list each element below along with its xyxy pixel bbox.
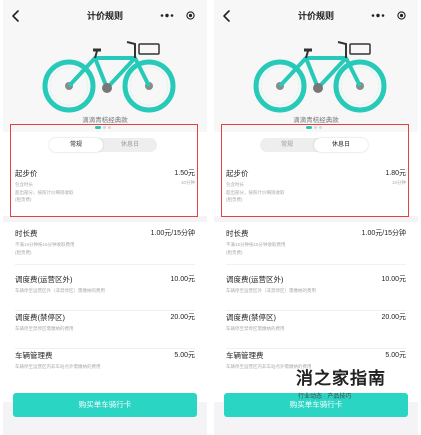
fee-title: 时长费 bbox=[15, 229, 38, 238]
highlight-box-weekend bbox=[221, 124, 409, 217]
fee-price: 1.00元/15分钟 bbox=[150, 230, 195, 237]
buy-riding-card-button[interactable]: 购买单车骑行卡 bbox=[13, 393, 197, 417]
fee-title: 车辆管理费 bbox=[226, 351, 264, 360]
bike-model-name: 滴滴青桔经典款 bbox=[82, 117, 128, 124]
fee-price: 10.00元 bbox=[381, 276, 406, 283]
day-type-tabs: 常规 休息日 bbox=[49, 138, 157, 152]
chevron-left-icon[interactable] bbox=[220, 9, 234, 23]
fee-list: 时长费 1.00元/15分钟 不满15分钟按15分钟收取费用 (租赁费) 调度费… bbox=[3, 222, 207, 402]
start-price-value: 1.80元 bbox=[385, 170, 406, 177]
phone-screen-weekend: 计价规则 滴滴青桔经典款 bbox=[214, 0, 418, 435]
page-title: 计价规则 bbox=[86, 11, 123, 21]
carousel-dot bbox=[95, 126, 101, 129]
nav-bar: 计价规则 bbox=[3, 0, 207, 32]
more-dots-icon[interactable] bbox=[159, 11, 175, 20]
fee-title: 车辆管理费 bbox=[15, 351, 53, 360]
carousel-dot bbox=[108, 126, 111, 129]
start-price-note: 超出部分，按照计价细则收取 bbox=[226, 189, 285, 195]
phone-screen-regular: 计价规则 滴滴青桔经典款 bbox=[3, 0, 207, 435]
start-price-row: 起步价 1.50元 包含时长 10分钟 超出部分，按照计价细则收取 (租赁费) bbox=[15, 168, 195, 204]
fee-title: 时长费 bbox=[226, 229, 249, 238]
tab-weekend[interactable]: 休息日 bbox=[314, 138, 368, 152]
fee-price: 1.00元/15分钟 bbox=[361, 230, 406, 237]
highlight-box-regular bbox=[10, 124, 198, 217]
list-item: 调度费(运营区外) 10.00元 车辆停至运营区外（非禁停区）需缴纳的费用 bbox=[226, 274, 406, 311]
fee-list: 时长费 1.00元/15分钟 不满15分钟按15分钟收取费用 (租赁费) 调度费… bbox=[214, 222, 418, 402]
bike-model-name: 滴滴青桔经典款 bbox=[293, 117, 339, 124]
list-item: 时长费 1.00元/15分钟 不满15分钟按15分钟收取费用 (租赁费) bbox=[226, 228, 406, 265]
fee-description: 车辆停至运营区外（非禁停区）需缴纳的费用 bbox=[226, 288, 316, 293]
list-item: 车辆管理费 5.00元 车辆停至运营区内非车站点外需缴纳的费用 bbox=[226, 350, 406, 386]
fee-description: 不满15分钟按15分钟收取费用 bbox=[15, 242, 75, 247]
fee-title: 调度费(禁停区) bbox=[15, 313, 65, 322]
mini-program-capsule bbox=[153, 7, 201, 24]
fee-title: 调度费(运营区外) bbox=[226, 275, 284, 284]
start-price-card: 常规 休息日 起步价 1.80元 包含时长 10分钟 超出部分，按照计价细则收取… bbox=[214, 132, 418, 216]
watermark-title: 消之家指南 bbox=[296, 369, 386, 388]
tab-weekend[interactable]: 休息日 bbox=[120, 142, 139, 148]
fee-title: 调度费(禁停区) bbox=[226, 313, 276, 322]
list-item: 调度费(运营区外) 10.00元 车辆停至运营区外（非禁停区）需缴纳的费用 bbox=[15, 274, 195, 311]
carousel-dot bbox=[306, 126, 312, 129]
fee-price: 5.00元 bbox=[174, 352, 195, 359]
start-price-title: 起步价 bbox=[15, 169, 38, 178]
fee-description: 车辆停至运营区内非车站点外需缴纳的费用 bbox=[15, 364, 101, 369]
start-price-row: 起步价 1.80元 包含时长 10分钟 超出部分，按照计价细则收取 (租赁费) bbox=[226, 168, 406, 204]
record-circle-icon[interactable] bbox=[397, 11, 406, 20]
mini-program-capsule bbox=[364, 7, 412, 24]
fee-description: 不满15分钟按15分钟收取费用 bbox=[226, 242, 286, 247]
bike-hero: 滴滴青桔经典款 bbox=[3, 32, 207, 132]
carousel-dot bbox=[314, 126, 317, 129]
fee-description-extra: (租赁费) bbox=[226, 249, 243, 255]
chevron-left-icon[interactable] bbox=[9, 9, 23, 23]
list-item: 车辆管理费 5.00元 车辆停至运营区内非车站点外需缴纳的费用 bbox=[15, 350, 195, 386]
carousel-dots bbox=[306, 126, 322, 130]
list-item: 调度费(禁停区) 20.00元 车辆停至禁停区需缴纳的费用 bbox=[15, 312, 195, 349]
included-duration-label: 包含时长 bbox=[226, 182, 244, 187]
fee-price: 20.00元 bbox=[381, 314, 406, 321]
included-duration-value: 10分钟 bbox=[391, 180, 406, 185]
bicycle-image bbox=[253, 41, 387, 113]
bicycle-image bbox=[42, 41, 176, 113]
included-duration-value: 10分钟 bbox=[180, 180, 195, 185]
included-duration-label: 包含时长 bbox=[15, 182, 33, 187]
bike-hero: 滴滴青桔经典款 bbox=[214, 32, 418, 132]
record-circle-icon[interactable] bbox=[186, 11, 195, 20]
fee-description-extra: (租赁费) bbox=[15, 249, 32, 255]
fee-description: 车辆停至禁停区需缴纳的费用 bbox=[15, 326, 74, 331]
start-price-fee-type: (租赁费) bbox=[226, 197, 243, 202]
more-dots-icon[interactable] bbox=[370, 11, 386, 20]
fee-price: 5.00元 bbox=[385, 352, 406, 359]
fee-price: 10.00元 bbox=[170, 276, 195, 283]
buy-riding-card-button[interactable]: 购买单车骑行卡 bbox=[224, 393, 408, 417]
fee-price: 20.00元 bbox=[170, 314, 195, 321]
carousel-dot bbox=[319, 126, 322, 129]
carousel-dots bbox=[95, 126, 111, 130]
watermark: 消之家指南 行业动态 · 产品技巧 bbox=[290, 364, 418, 400]
list-item: 时长费 1.00元/15分钟 不满15分钟按15分钟收取费用 (租赁费) bbox=[15, 228, 195, 265]
start-price-note: 超出部分，按照计价细则收取 bbox=[15, 189, 74, 195]
carousel-dot bbox=[103, 126, 106, 129]
page-title: 计价规则 bbox=[297, 11, 334, 21]
start-price-fee-type: (租赁费) bbox=[15, 197, 32, 202]
tab-regular[interactable]: 常规 bbox=[280, 142, 293, 148]
fee-description: 车辆停至运营区外（非禁停区）需缴纳的费用 bbox=[15, 288, 105, 293]
day-type-tabs: 常规 休息日 bbox=[260, 138, 368, 152]
list-item: 调度费(禁停区) 20.00元 车辆停至禁停区需缴纳的费用 bbox=[226, 312, 406, 349]
nav-bar: 计价规则 bbox=[214, 0, 418, 32]
start-price-value: 1.50元 bbox=[174, 170, 195, 177]
watermark-subtitle: 行业动态 · 产品技巧 bbox=[298, 394, 352, 400]
fee-title: 调度费(运营区外) bbox=[15, 275, 73, 284]
start-price-title: 起步价 bbox=[226, 169, 249, 178]
fee-description: 车辆停至运营区内非车站点外需缴纳的费用 bbox=[226, 364, 312, 369]
fee-description: 车辆停至禁停区需缴纳的费用 bbox=[226, 326, 285, 331]
start-price-card: 常规 休息日 起步价 1.50元 包含时长 10分钟 超出部分，按照计价细则收取… bbox=[3, 132, 207, 216]
tab-regular[interactable]: 常规 bbox=[49, 138, 103, 152]
